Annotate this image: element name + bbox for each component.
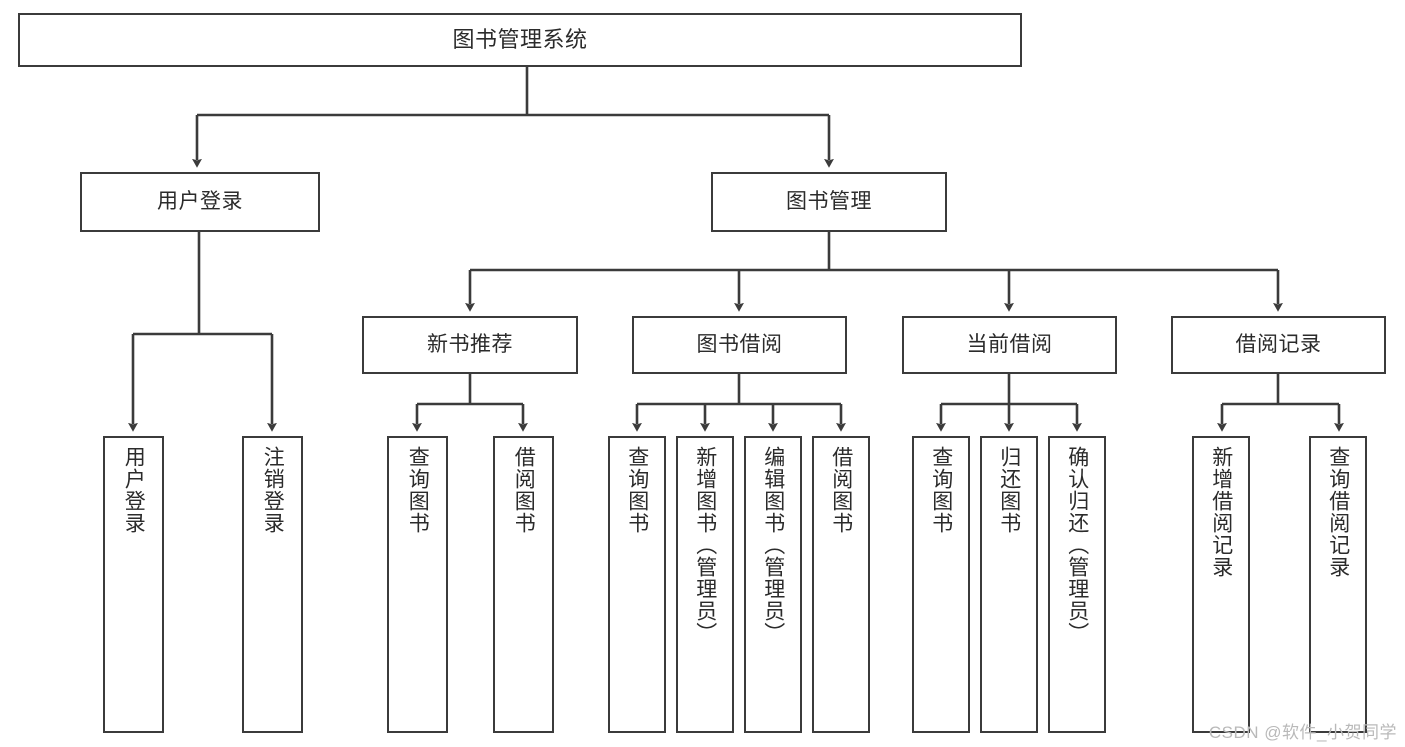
node-leaf-user-login[interactable]: 用户登录	[103, 436, 164, 733]
node-leaf-add-book-label: 新增图书（管理员）	[693, 446, 717, 644]
node-leaf-borrow-book-2-label: 借阅图书	[829, 446, 853, 534]
node-new-book-rec[interactable]: 新书推荐	[362, 316, 578, 374]
node-leaf-add-record[interactable]: 新增借阅记录	[1192, 436, 1250, 733]
node-current-borrow-label: 当前借阅	[966, 332, 1053, 356]
node-book-manage-label: 图书管理	[786, 189, 872, 213]
node-leaf-query-book-1[interactable]: 查询图书	[387, 436, 448, 733]
node-leaf-query-record[interactable]: 查询借阅记录	[1309, 436, 1367, 733]
node-leaf-borrow-book-1[interactable]: 借阅图书	[493, 436, 554, 733]
node-leaf-confirm-return[interactable]: 确认归还（管理员）	[1048, 436, 1106, 733]
node-leaf-query-book-3[interactable]: 查询图书	[912, 436, 970, 733]
node-leaf-return-book-label: 归还图书	[997, 446, 1021, 534]
node-leaf-logout-login[interactable]: 注销登录	[242, 436, 303, 733]
node-leaf-query-record-label: 查询借阅记录	[1326, 446, 1350, 578]
node-leaf-user-login-label: 用户登录	[122, 446, 146, 534]
node-leaf-edit-book[interactable]: 编辑图书（管理员）	[744, 436, 802, 733]
node-current-borrow[interactable]: 当前借阅	[902, 316, 1117, 374]
node-root-label: 图书管理系统	[452, 27, 588, 53]
node-user-login-label: 用户登录	[157, 189, 243, 213]
node-borrow-record[interactable]: 借阅记录	[1171, 316, 1386, 374]
node-leaf-logout-login-label: 注销登录	[261, 446, 285, 534]
node-book-manage[interactable]: 图书管理	[711, 172, 947, 232]
node-leaf-borrow-book-1-label: 借阅图书	[512, 446, 536, 534]
node-borrow-record-label: 借阅记录	[1235, 332, 1322, 356]
node-root[interactable]: 图书管理系统	[18, 13, 1022, 67]
node-leaf-add-record-label: 新增借阅记录	[1209, 446, 1233, 578]
node-book-borrow[interactable]: 图书借阅	[632, 316, 847, 374]
node-book-borrow-label: 图书借阅	[696, 332, 783, 356]
node-leaf-edit-book-label: 编辑图书（管理员）	[761, 446, 785, 644]
node-leaf-query-book-2-label: 查询图书	[625, 446, 649, 534]
node-new-book-rec-label: 新书推荐	[427, 332, 513, 356]
csdn-watermark: CSDN @软件_小贺同学	[1208, 723, 1397, 742]
node-leaf-borrow-book-2[interactable]: 借阅图书	[812, 436, 870, 733]
node-leaf-add-book[interactable]: 新增图书（管理员）	[676, 436, 734, 733]
node-leaf-query-book-1-label: 查询图书	[406, 446, 430, 534]
node-leaf-query-book-2[interactable]: 查询图书	[608, 436, 666, 733]
node-leaf-return-book[interactable]: 归还图书	[980, 436, 1038, 733]
node-leaf-query-book-3-label: 查询图书	[929, 446, 953, 534]
node-leaf-confirm-return-label: 确认归还（管理员）	[1065, 446, 1089, 644]
node-user-login[interactable]: 用户登录	[80, 172, 320, 232]
